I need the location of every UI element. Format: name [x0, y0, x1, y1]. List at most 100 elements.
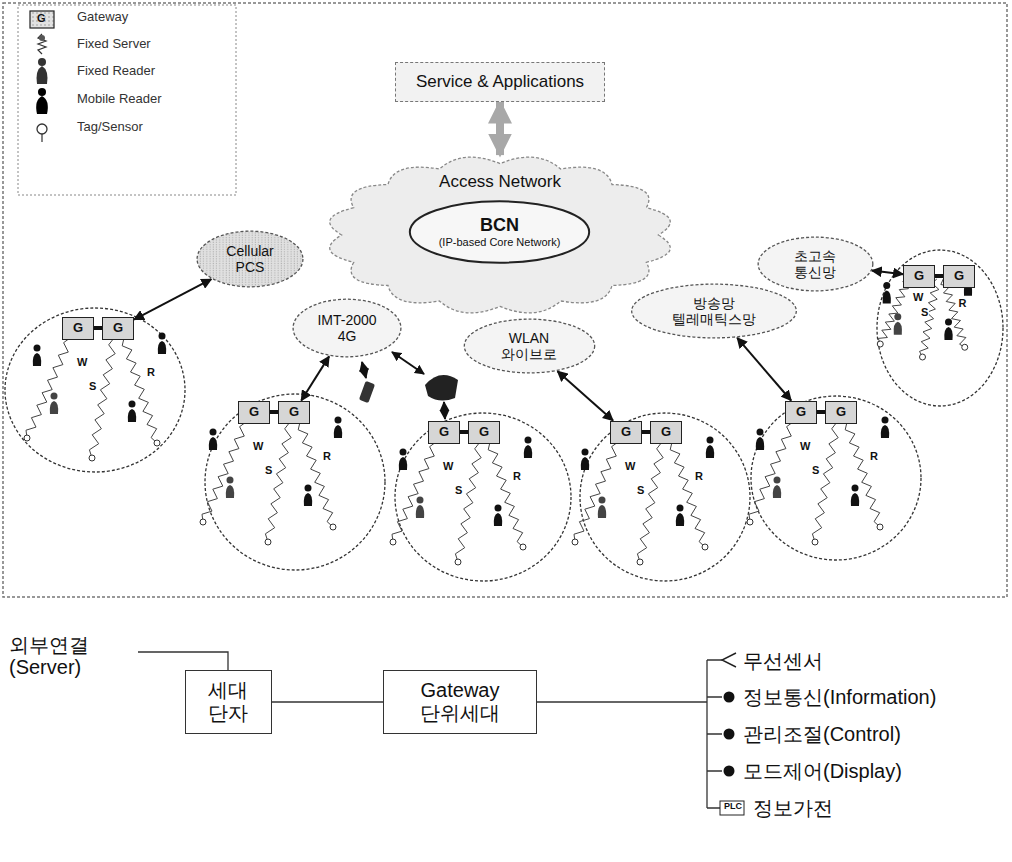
gateway-box: G: [903, 265, 935, 288]
cluster-outline: [395, 413, 571, 581]
cluster-devices: [122, 338, 157, 443]
cluster-devices: [400, 449, 407, 456]
node-text-block: G: [904, 266, 934, 287]
gateway-box: G: [650, 421, 682, 444]
node-text: G: [954, 269, 964, 284]
legend-icon: [38, 58, 46, 66]
bus-item-label: 모드제어(Display): [742, 760, 903, 782]
legend-text: Gateway: [76, 10, 129, 24]
cluster-devices: [305, 485, 312, 492]
node-text: 방송망 텔레매틱스망: [659, 295, 770, 327]
cluster-devices: [209, 437, 217, 450]
core-network-ellipse: BCN(IP-based Core Network): [408, 200, 591, 264]
mobile-device: [444, 402, 445, 419]
bus-symbol: [724, 692, 735, 703]
node-text: 초고속 통신망: [778, 248, 853, 280]
cluster-devices: [51, 393, 58, 400]
cluster-devices: [24, 435, 30, 441]
cluster-devices: [599, 497, 606, 504]
cluster-devices: [677, 505, 684, 512]
legend-text: Fixed Server: [76, 37, 152, 51]
cluster-devices: [882, 417, 889, 424]
external-label: 외부연결 (Server): [8, 634, 138, 678]
cluster-devices: [574, 442, 618, 542]
cluster-devices: [24, 274, 972, 565]
network-link: [872, 271, 903, 275]
gateway-box: G: [238, 401, 270, 424]
device-letter: R: [322, 450, 332, 462]
legend-icon: [30, 11, 54, 28]
cluster-devices: [877, 341, 883, 347]
cluster-devices: [520, 544, 526, 550]
core-network-ellipse-outline: [410, 201, 589, 262]
legend-icon: [36, 96, 48, 114]
cluster-devices: [33, 353, 41, 366]
legend-icon: [39, 35, 45, 41]
cluster-devices: [702, 544, 708, 550]
cluster-devices: [158, 341, 166, 354]
node-text: G: [621, 425, 631, 440]
node-text-block: G: [786, 402, 816, 423]
cluster-devices: [749, 422, 793, 522]
gateway-link: [270, 410, 278, 414]
gateway-box: G: [468, 421, 500, 444]
cluster-devices: [877, 524, 883, 530]
bus-symbol: [724, 729, 735, 740]
device-letter: S: [920, 306, 929, 318]
network-ellipse: 방송망 텔레매틱스망: [630, 283, 798, 339]
node-text-block: G: [103, 318, 133, 339]
legend-text: Fixed Reader: [76, 64, 156, 78]
node-text: Gateway 단위세대: [390, 679, 530, 725]
node-text-block: Cellular PCS: [196, 230, 304, 288]
node-text-block: G: [279, 402, 309, 423]
legend-icon: [37, 66, 48, 84]
gateway-box: G: [62, 317, 94, 340]
node-text-block: G: [469, 422, 499, 443]
gateway-box: G: [278, 401, 310, 424]
cluster-devices: [598, 505, 606, 518]
device-letter: S: [636, 484, 645, 496]
gateway-box: G: [428, 421, 460, 444]
node-text-block: G: [611, 422, 641, 443]
cluster-devices: [757, 429, 764, 436]
cluster-devices: [227, 477, 234, 484]
legend-icon: [41, 134, 42, 142]
gateway-link: [935, 274, 943, 278]
cluster-devices: [128, 409, 136, 422]
node-text-block: G: [63, 318, 93, 339]
bus-symbol: [722, 653, 736, 667]
gateway-box: G: [102, 317, 134, 340]
node-text: G: [439, 425, 449, 440]
node-text: WLAN 와이브로: [486, 330, 572, 362]
cluster-devices: [26, 338, 70, 438]
network-link: [558, 371, 614, 420]
device-letter: S: [454, 484, 463, 496]
bus-symbol: [720, 653, 744, 815]
mobile-device: [359, 352, 458, 419]
network-link: [301, 356, 329, 400]
node-text: 세대 단자: [192, 679, 265, 725]
cluster-devices: [304, 493, 312, 506]
cluster-outline: [5, 308, 185, 472]
node-text-block: G: [429, 422, 459, 443]
device-letter: R: [512, 470, 522, 482]
node-text: G: [914, 269, 924, 284]
cluster-devices: [670, 442, 705, 547]
legend-icon: [38, 88, 46, 96]
service-box: Service & Applications: [395, 62, 605, 102]
cluster-devices: [494, 513, 502, 526]
mobile-device: [392, 352, 424, 374]
legend-icon: [37, 124, 47, 134]
node-text: BCN: [480, 215, 519, 236]
node-text: Cellular PCS: [216, 243, 285, 275]
legend-icon: [38, 34, 46, 54]
wire: [272, 701, 384, 702]
cluster-devices: [774, 477, 781, 484]
icon-letter: PLC: [723, 802, 743, 812]
cluster-devices: [676, 513, 684, 526]
cluster-devices: [852, 485, 859, 492]
node-text-block: 방송망 텔레매틱스망: [630, 283, 798, 339]
network-ellipse-outline: [464, 319, 594, 373]
node-text: Service & Applications: [416, 72, 584, 92]
network-ellipse: WLAN 와이브로: [463, 318, 596, 374]
